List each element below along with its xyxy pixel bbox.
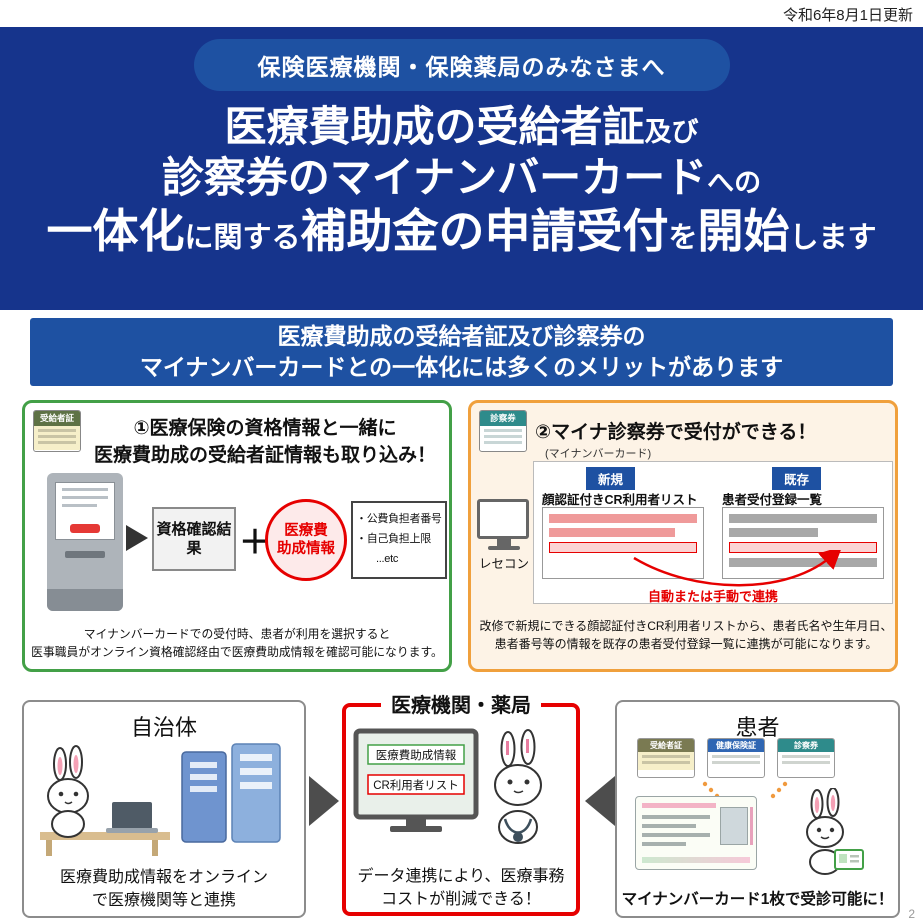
existing-tag: 既存: [772, 467, 822, 490]
svg-text:CR利用者リスト: CR利用者リスト: [373, 779, 459, 792]
municipality-caption: 医療費助成情報をオンライン で医療機関等と連携: [59, 869, 268, 909]
patient-caption: マイナンバーカード1枚で受診可能に！: [621, 891, 894, 908]
flow-arrow-left-icon: [585, 776, 615, 826]
consultation-ticket-card-icon: 診察券: [479, 410, 527, 452]
consultation-ticket-card-icon: 診察券: [777, 738, 835, 778]
subsidy-info-circle: 医療費 助成情報: [265, 499, 347, 581]
laptop-icon: [106, 802, 158, 833]
rabbit-doctor-icon: [494, 729, 542, 844]
link-caption: 自動または手動で連携: [647, 589, 778, 604]
merit-banner: 医療費助成の受給者証及び診察券の マイナンバーカードとの一体化には多くのメリット…: [30, 318, 893, 386]
municipality-title: 自治体: [130, 715, 197, 740]
header-banner: 保険医療機関・保険薬局のみなさまへ 医療費助成の受給者証及び 診察券のマイナンバ…: [0, 27, 923, 310]
medical-institution-panel: 医療機関・薬局 医療費助成情報 CR利用者リスト: [342, 689, 580, 916]
merit1-section: 受給者証 ①医療保険の資格情報と一緒に 医療費助成の受給者証情報も取り込み！ 資…: [22, 400, 452, 672]
rabbit-with-card-icon: [806, 788, 864, 875]
red-link-arrow-icon: [633, 550, 843, 587]
cr-user-list-box: [542, 507, 704, 579]
merit2-section: 診察券 ②マイナ診察券で受付ができる！ (マイナンバーカード) 新規 既存 顔認…: [468, 400, 898, 672]
merit2-subheading: (マイナンバーカード): [545, 448, 652, 460]
municipality-illustration: [40, 743, 281, 856]
patient-title: 患者: [735, 715, 780, 740]
server-rack-icon: [181, 743, 281, 843]
orange-dots-icon: [770, 781, 788, 799]
medical-institution-title: 医療機関・薬局: [381, 689, 541, 718]
mini-mynumber-card-icon: [834, 849, 864, 870]
merit-banner-line1: 医療費助成の受給者証及び診察券の: [277, 323, 646, 349]
audience-pill-text: 保険医療機関・保険薬局のみなさまへ: [257, 54, 666, 80]
health-insurance-card-icon: 健康保険証: [707, 738, 765, 778]
update-date: 令和6年8月1日更新: [782, 7, 913, 24]
merit2-note: 改修で新規にできる顔認証付きCR利用者リストから、患者氏名や生年月日、 患者番号…: [479, 619, 893, 651]
new-tag: 新規: [586, 467, 636, 490]
patient-panel: 患者 受給者証 健康保険証 診察券: [615, 700, 900, 918]
subsidy-detail-box: ・公費負担者番号 ・自己負担上限 ...etc: [351, 501, 447, 579]
main-title-line1: 医療費助成の受給者証及び: [224, 103, 699, 150]
recipient-certificate-card-icon: 受給者証: [33, 410, 81, 452]
linkage-diagram-panel: 新規 既存 顔認証付きCR利用者リスト 患者受付登録一覧: [533, 461, 893, 604]
merit-banner-line2: マイナンバーカードとの一体化には多くのメリットがあります: [139, 354, 784, 380]
card-reader-kiosk-icon: [47, 473, 123, 611]
receipt-computer-icon: レセコン: [477, 499, 531, 572]
svg-text:医療費助成情報: 医療費助成情報: [376, 748, 457, 762]
kiosk-red-button: [70, 524, 100, 533]
medical-caption: データ連携により、医療事務 コストが削減できる！: [357, 868, 565, 908]
medical-illustration: 医療費助成情報 CR利用者リスト: [353, 728, 542, 844]
right-arrow-icon: [126, 525, 148, 551]
eligibility-result-box: 資格確認結果: [152, 507, 236, 571]
my-number-card-icon: [635, 796, 757, 870]
page-number: 2: [908, 907, 915, 921]
receipt-computer-label: レセコン: [478, 557, 529, 571]
merit1-heading: ①医療保険の資格情報と一緒に 医療費助成の受給者証情報も取り込み！: [93, 418, 436, 466]
hospital-monitor-icon: 医療費助成情報 CR利用者リスト: [353, 728, 479, 832]
rabbit-mascot-icon: [47, 745, 89, 838]
municipality-panel: 自治体: [22, 700, 306, 918]
existing-list-title: 患者受付登録一覧: [722, 493, 823, 507]
flow-arrow-right-icon: [309, 776, 339, 826]
audience-pill: 保険医療機関・保険薬局のみなさまへ: [193, 39, 730, 91]
new-list-title: 顔認証付きCR利用者リスト: [542, 493, 698, 507]
merit1-note: マイナンバーカードでの受付時、患者が利用を選択すると 医事職員がオンライン資格確…: [31, 627, 443, 659]
merit2-heading: ②マイナ診察券で受付ができる！: [535, 422, 817, 443]
recipient-certificate-card-icon: 受給者証: [637, 738, 695, 778]
main-title-line3: 一体化に関する補助金の申請受付を開始します: [46, 205, 877, 258]
main-title-line2: 診察券のマイナンバーカードへの: [161, 154, 762, 202]
card-photo: [720, 807, 748, 845]
patient-registry-box: [722, 507, 884, 579]
